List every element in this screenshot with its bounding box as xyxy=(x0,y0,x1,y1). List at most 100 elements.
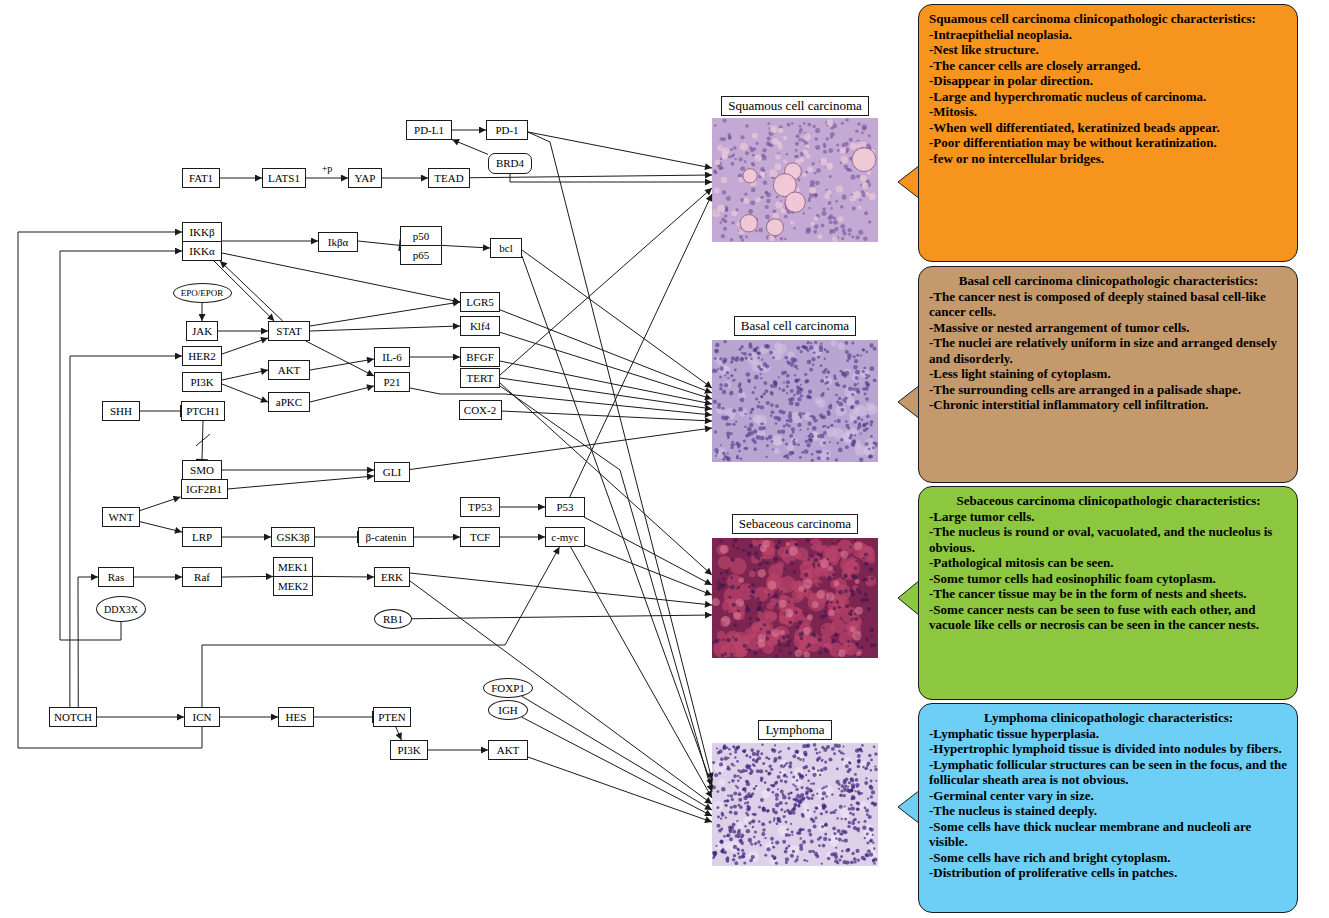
tissue-dot xyxy=(855,370,860,375)
tissue-dot xyxy=(844,165,848,169)
tissue-dot xyxy=(724,652,727,655)
tissue-dot xyxy=(773,213,779,219)
tissue-dot xyxy=(767,772,769,774)
tissue-dot xyxy=(792,811,796,815)
tissue-dot xyxy=(827,388,829,390)
tissue-dot xyxy=(796,385,800,389)
tissue-dot xyxy=(720,572,723,575)
tissue-dot xyxy=(723,340,726,343)
tissue-dot xyxy=(821,224,825,228)
connector xyxy=(140,522,182,532)
tissue-dot xyxy=(826,350,829,353)
tissue-dot xyxy=(786,153,789,156)
tissue-dot xyxy=(836,600,840,604)
tissue-dot xyxy=(788,398,792,402)
tissue-dot xyxy=(740,833,744,837)
tissue-dot xyxy=(772,791,775,794)
tissue-dot xyxy=(738,829,741,832)
tissue-dot xyxy=(823,627,825,629)
tissue-dot xyxy=(743,352,747,356)
tissue-dot xyxy=(788,424,791,427)
tissue-dot xyxy=(820,343,822,345)
tissue-dot xyxy=(850,405,854,409)
tissue-dot xyxy=(854,861,857,864)
tissue-dot xyxy=(716,406,724,414)
tissue-dot xyxy=(870,780,873,783)
tissue-dot xyxy=(784,371,787,374)
tissue-dot xyxy=(801,786,804,789)
tissue-dot xyxy=(847,228,851,232)
tissue-dot xyxy=(715,843,722,850)
tissue-dot xyxy=(733,146,737,150)
tissue-dot xyxy=(834,859,838,863)
pathway-box: YAP xyxy=(348,168,382,188)
tissue-dot xyxy=(765,191,768,194)
tissue-dot xyxy=(730,238,733,241)
tissue-dot xyxy=(833,220,838,225)
tissue-dot xyxy=(798,138,801,141)
tissue-dot xyxy=(788,418,793,423)
tissue-dot xyxy=(749,623,751,625)
tissue-dot xyxy=(760,545,767,552)
tissue-dot xyxy=(864,807,867,810)
tissue-dot xyxy=(834,744,838,748)
tissue-dot xyxy=(738,792,742,796)
tissue-dot xyxy=(821,623,835,637)
tissue-dot xyxy=(714,188,720,194)
tissue-dot xyxy=(765,364,769,368)
tissue-dot xyxy=(848,436,852,440)
tissue-dot xyxy=(793,438,795,440)
tissue-dot xyxy=(730,558,747,575)
tissue-dot xyxy=(755,785,758,788)
pathway-box: JAK xyxy=(186,321,218,341)
tissue-dot xyxy=(817,769,819,771)
histology-image xyxy=(712,340,878,462)
tissue-dot xyxy=(729,596,732,599)
tissue-dot xyxy=(867,607,871,611)
tissue-dot xyxy=(844,838,848,842)
tissue-dot xyxy=(745,780,749,784)
connector xyxy=(306,178,348,179)
pathway-box: IKKα xyxy=(182,241,222,261)
tissue-dot xyxy=(743,440,746,443)
tissue-dot xyxy=(836,185,843,192)
tissue-dot xyxy=(869,827,872,830)
tissue-dot xyxy=(867,761,871,765)
tissue-dot xyxy=(810,222,814,226)
tissue-dot xyxy=(754,586,769,601)
tissue-dot xyxy=(819,450,822,453)
connector xyxy=(18,232,202,748)
tissue-dot xyxy=(754,830,757,833)
tissue-dot xyxy=(718,829,722,833)
tissue-dot xyxy=(850,626,856,632)
tissue-dot xyxy=(860,354,862,356)
tissue-dot xyxy=(871,577,874,580)
tissue-dot xyxy=(736,786,739,789)
node-label: EPO/EPOR xyxy=(181,287,224,300)
tissue-dot xyxy=(872,858,875,861)
tissue-dot xyxy=(736,547,739,550)
tissue-dot xyxy=(842,195,847,200)
tissue-dot xyxy=(855,579,860,584)
tissue-dot xyxy=(724,374,726,376)
tissue-dot xyxy=(786,542,790,546)
tissue-dot xyxy=(837,829,841,833)
tissue-dot xyxy=(865,809,869,813)
tissue-dot xyxy=(734,756,736,758)
tissue-dot xyxy=(749,423,753,427)
tissue-dot xyxy=(805,379,809,383)
tissue-dot xyxy=(787,793,790,796)
tissue-dot xyxy=(761,832,765,836)
tissue-dot xyxy=(857,748,860,751)
tissue-dot xyxy=(800,798,804,802)
connector xyxy=(500,378,712,409)
tissue-dot xyxy=(864,445,875,456)
tissue-dot xyxy=(822,207,826,211)
tissue-dot xyxy=(731,162,735,166)
tissue-dot xyxy=(791,427,795,431)
tissue-dot xyxy=(794,767,804,777)
tissue-dot xyxy=(719,137,722,140)
tissue-dot xyxy=(864,781,868,785)
tissue-dot xyxy=(840,156,848,164)
tissue-dot xyxy=(745,608,749,612)
